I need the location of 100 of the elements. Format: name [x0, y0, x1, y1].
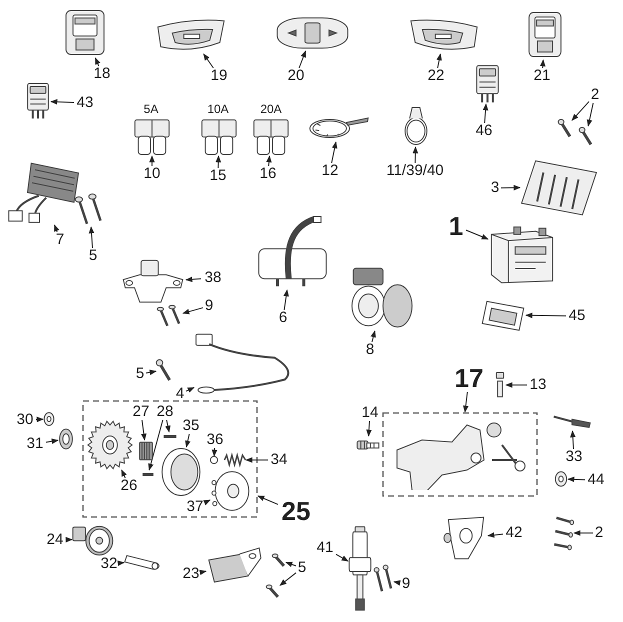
- leader-line: [366, 420, 372, 437]
- callout-number: 35: [180, 418, 202, 434]
- leader-line: [148, 420, 164, 471]
- callout-number: 25: [278, 497, 314, 527]
- callout-number: 14: [360, 405, 380, 421]
- callout-number: 16: [258, 166, 278, 182]
- fuse-rating-label: 20A: [259, 103, 283, 116]
- callout-number: 10: [142, 166, 162, 182]
- leader-line: [36, 416, 44, 422]
- callout-number: 9: [203, 298, 215, 314]
- leader-line: [285, 562, 296, 568]
- leader-line: [185, 276, 202, 282]
- callout-number: 21: [532, 68, 552, 84]
- pin-drawing: [142, 470, 154, 479]
- callout-number: 24: [44, 532, 66, 548]
- leader-line: [121, 469, 127, 478]
- callout-number: 12: [320, 163, 340, 179]
- sprocket-drawing: [87, 420, 133, 470]
- callout-number: 20: [286, 68, 306, 84]
- leader-line: [88, 226, 94, 248]
- washer-drawing: [58, 428, 74, 450]
- leader-line: [436, 53, 442, 68]
- callout-number: 2: [589, 87, 601, 103]
- callout-number: 26: [118, 478, 140, 494]
- spring-drawing: [224, 454, 246, 466]
- leader-line: [466, 230, 489, 240]
- callout-number: 41: [314, 540, 336, 556]
- screw-drawing: [266, 584, 280, 598]
- callout-number: 5: [87, 248, 99, 264]
- callout-number: 13: [527, 377, 549, 393]
- switch-sensor-drawing: [348, 525, 372, 611]
- leader-line: [500, 184, 521, 190]
- callout-number: 45: [566, 308, 588, 324]
- callout-number: 32: [98, 556, 120, 572]
- callout-number: 9: [400, 576, 412, 592]
- callout-number: 38: [201, 270, 225, 286]
- screws-drawing: [552, 514, 574, 552]
- leader-line: [203, 500, 211, 506]
- callout-number: 42: [503, 525, 525, 541]
- callout-number: 5: [134, 366, 146, 382]
- callout-number: 30: [14, 412, 36, 428]
- callout-number: 6: [277, 310, 289, 326]
- leader-line: [336, 554, 349, 562]
- callout-number: 15: [208, 168, 228, 184]
- leader-line: [203, 53, 214, 68]
- callout-number: 4: [174, 386, 186, 402]
- relay-drawing: [25, 82, 51, 120]
- screw-drawing: [558, 118, 572, 138]
- leader-line: [570, 430, 576, 450]
- leader-line: [141, 420, 147, 441]
- callout-number: 36: [204, 432, 226, 448]
- leader-line: [66, 536, 73, 542]
- callout-number: 3: [489, 180, 501, 196]
- callout-number: 1: [446, 212, 466, 240]
- leader-line: [266, 155, 272, 166]
- callout-number: 17: [453, 364, 485, 392]
- callout-number: 7: [54, 232, 66, 248]
- leader-line: [586, 102, 594, 127]
- leader-line: [525, 312, 566, 318]
- callout-number: 43: [74, 95, 96, 111]
- callout-number: 33: [563, 449, 585, 465]
- relay-drawing: [474, 64, 501, 104]
- callout-number: 44: [585, 472, 607, 488]
- callout-number: 31: [24, 436, 46, 452]
- leader-line: [165, 420, 171, 433]
- leader-line: [462, 392, 469, 413]
- callout-number: 23: [180, 566, 202, 582]
- clutch-drum-drawing: [160, 447, 202, 497]
- leader-line: [94, 57, 100, 66]
- callout-number: 11/39/40: [380, 163, 450, 179]
- leader-line: [482, 103, 488, 124]
- leader-line: [257, 496, 278, 505]
- fuse-rating-label: 10A: [206, 103, 230, 116]
- leader-line: [245, 457, 268, 463]
- fuse-drawing: [252, 118, 290, 156]
- callout-number: 5: [296, 560, 308, 576]
- leader-line: [412, 146, 418, 164]
- leader-line: [487, 532, 504, 538]
- leader-line: [46, 438, 59, 444]
- leader-line: [283, 289, 289, 310]
- ball-drawing: [210, 456, 218, 464]
- leader-line: [370, 330, 376, 342]
- callout-number: 37: [184, 499, 206, 515]
- leader-line: [393, 580, 401, 586]
- callout-number: 8: [364, 342, 376, 358]
- leader-line: [185, 434, 190, 448]
- key-drawing: [553, 413, 591, 431]
- leader-line: [50, 99, 74, 105]
- leader-line: [540, 59, 546, 68]
- screw-drawing: [579, 126, 593, 146]
- callout-number: 18: [92, 66, 112, 82]
- screw-drawing: [156, 358, 172, 382]
- leader-line: [54, 224, 60, 232]
- shaft-drawing: [124, 552, 160, 570]
- callout-number: 34: [268, 452, 290, 468]
- bearing-drawing: [138, 440, 154, 462]
- fuse-drawing: [133, 118, 171, 156]
- screw-drawing: [272, 553, 286, 567]
- fuse-rating-label: 5A: [142, 103, 160, 116]
- pin-drawing: [163, 432, 177, 441]
